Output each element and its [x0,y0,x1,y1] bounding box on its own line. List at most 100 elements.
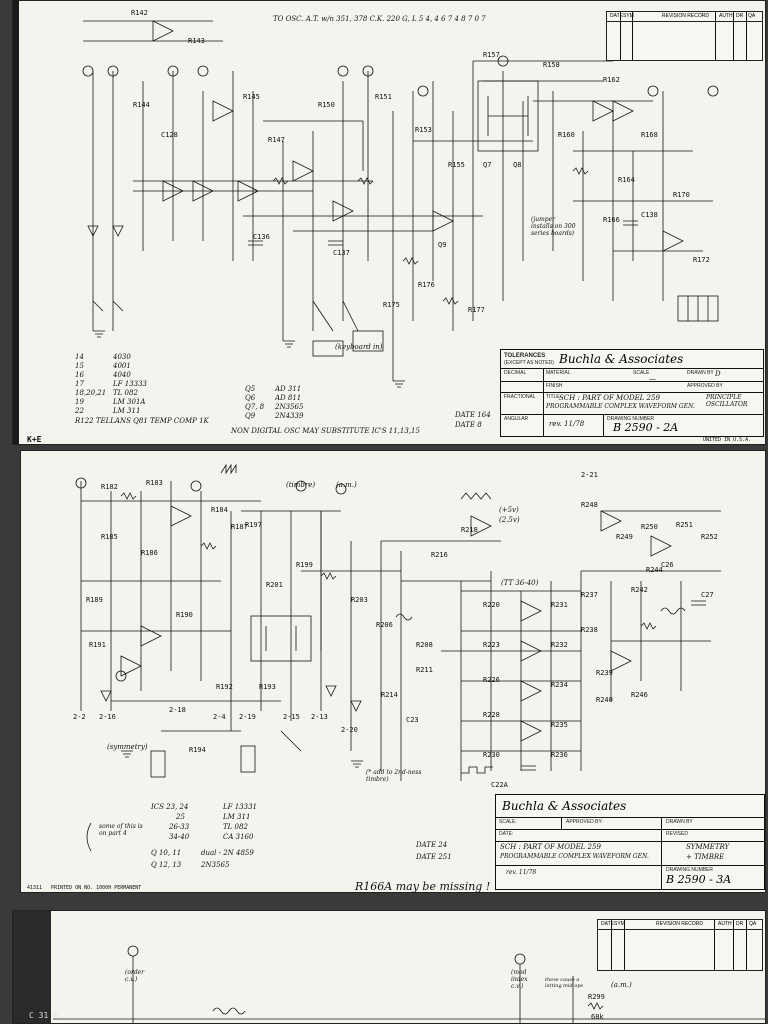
mid-ops-note: these cause a letting mid ops [545,977,584,989]
cv-label: (order c.v.) [125,969,145,983]
rev-col-qa: QA [748,13,756,19]
date-code: DATE 24 [416,841,448,849]
rev-col-sym: SYM [623,13,634,19]
printed-note: PRINTED ON NO. 1000H PERMANENT [51,885,142,891]
component-label: Q9 [438,241,447,249]
component-label: R142 [131,9,148,17]
component-label: R206 [376,621,393,629]
component-label: 68k [591,1013,604,1021]
rev-col-date: DATE [601,921,614,927]
ic-ref: 16 [75,371,84,379]
component-label: C22A [491,781,508,789]
ic-ref: 15 [75,362,84,370]
digital-note: NON DIGITAL OSC MAY SUBSTITUTE IC'S 11,1… [231,427,420,435]
ic-part: 4040 [113,371,131,379]
component-label: R211 [416,666,433,674]
component-label: R252 [701,533,718,541]
schematic-sheet-symmetry-timbre: R182 R183 R184 R185 R186 R187 R189 R190 … [20,450,766,893]
title-line-2: PROGRAMMABLE COMPLEX WAVEFORM GEN. [546,403,695,410]
ke-logo: K+E [27,435,42,444]
footer-code: 41311 [27,885,43,891]
component-label: R194 [189,746,206,754]
component-label: R231 [551,601,568,609]
component-label: C136 [253,233,270,241]
q-part: AD 311 [275,385,302,393]
title-line-2: PROGRAMMABLE COMPLEX WAVEFORM GEN. [500,853,649,860]
ic-part: 4001 [113,362,131,370]
component-label: R299 [588,993,605,1001]
component-label: R236 [551,751,568,759]
revision-record: DATE SYM REVISION RECORD AUTH DR QA [606,11,763,61]
schematic-wiring-2 [75,463,721,852]
angular-label: ANGULAR [504,416,529,422]
ic-ref: 22 [75,407,84,415]
drawn-by-label: DRAWN BY [687,370,714,376]
ic-ref: 25 [176,813,185,821]
drawing-number: B 2590 - 3A [666,873,732,886]
title-line-1: SCH : PART OF MODEL 259 [500,843,601,851]
date-code: DATE 8 [455,421,482,429]
schematic-wiring-1 [82,20,719,388]
component-label: R147 [268,136,285,144]
title-right: PRINCIPLE OSCILLATOR [706,394,748,408]
component-label: R177 [468,306,485,314]
finish-label: FINISH [546,383,563,389]
component-label: R158 [543,61,560,69]
side-note: some of this is on part 4 [99,823,143,837]
component-label: R168 [641,131,658,139]
schematic-sheet-principle-oscillator: TO OSC. A.T. w/n 351, 378 C.K. 220 G, L … [12,0,766,445]
ic-part: 4030 [113,353,131,361]
component-label: R242 [631,586,648,594]
node-label: 2-16 [99,713,116,721]
component-label: R226 [483,676,500,684]
q-part: 2N3565 [201,861,230,869]
component-label: R199 [296,561,313,569]
q-ref: Q9 [245,412,256,420]
printed-note: UNITED IN U.S.A. [703,437,752,443]
node-label: 2-19 [239,713,256,721]
schematic-wiring-3 [53,945,765,1023]
ic-part: LF 13333 [113,380,147,388]
component-label: R157 [483,51,500,59]
node-label: 2-18 [169,706,186,714]
component-label: C23 [406,716,419,724]
component-label: R192 [216,683,233,691]
scale-label: SCALE [633,370,650,376]
rev-col-dr: DR [736,13,744,19]
component-label: R237 [581,591,598,599]
node-label: 2-13 [311,713,328,721]
component-label: Q8 [513,161,522,169]
q-ref: Q 10, 11 [151,849,182,857]
drawn-by-label: DRAWN BY [666,819,693,825]
title-label: TITLE [546,394,560,400]
title-block: TOLERANCES (EXCEPT AS NOTED) Buchla & As… [500,349,764,437]
revised-label: REVISED [666,831,688,837]
component-label: R189 [86,596,103,604]
q-ref: Q5 [245,385,256,393]
component-label: R172 [693,256,710,264]
add-note: (* add to 2nd-ness timbre) [366,769,422,783]
component-label: R197 [245,521,262,529]
date-code: DATE 164 [455,411,491,419]
rev-col-auth: AUTH [718,921,732,927]
component-label: R248 [581,501,598,509]
except-label: (EXCEPT AS NOTED) [504,360,554,366]
component-label: R216 [431,551,448,559]
drawn-by-value: D [715,370,721,378]
sheet-edge [13,911,51,1023]
revision-record-header: DATE SYM REVISION RECORD AUTH DR QA [598,920,762,930]
component-label: C138 [641,211,658,219]
scale-label: SCALE: [499,819,517,825]
component-label: R191 [89,641,106,649]
component-label: R150 [318,101,335,109]
q-part: AD 811 [275,394,302,402]
q-part: 2N4339 [275,412,304,420]
component-label: Q7 [483,161,492,169]
component-label: R218 [461,526,478,534]
component-label: R160 [558,131,575,139]
component-label: R153 [415,126,432,134]
node-label: 2-2 [73,713,86,721]
component-label: R155 [448,161,465,169]
date-code: DATE 251 [416,853,452,861]
component-label: R145 [243,93,260,101]
